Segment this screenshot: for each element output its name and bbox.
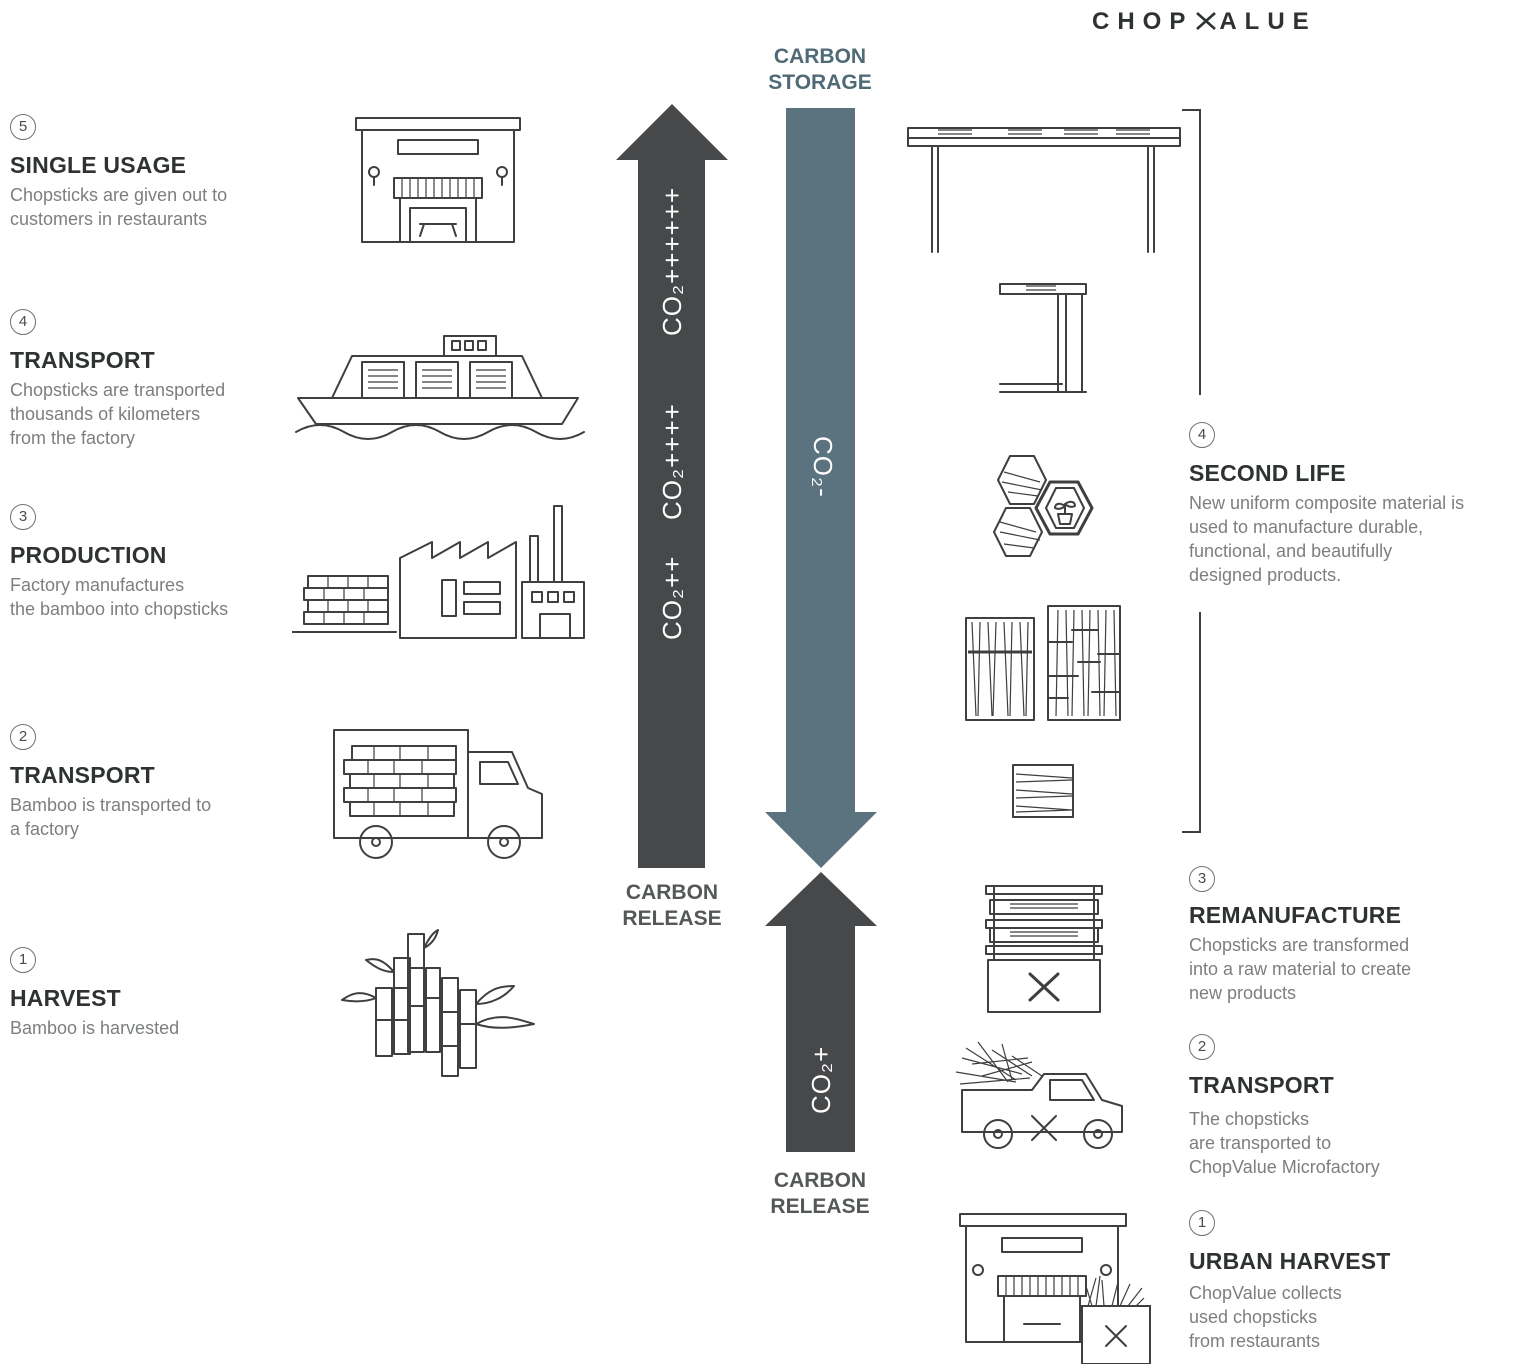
hexagon-tiles-icon	[993, 455, 1094, 557]
carbon-release-up-arrow	[616, 104, 728, 868]
sample-tile-icon	[1012, 764, 1074, 818]
step-number-badge: 1	[10, 947, 36, 973]
step-title: TRANSPORT	[10, 347, 155, 373]
co2-plus-plus-label: CO₂++	[657, 555, 687, 640]
step-number-badge: 2	[10, 724, 36, 750]
step-title: HARVEST	[10, 985, 121, 1011]
step-title: TRANSPORT	[10, 762, 155, 788]
logo-x-mark-icon	[1193, 8, 1219, 36]
press-icon	[985, 885, 1103, 1013]
co2-plus6-label: CO₂++++++	[657, 186, 687, 336]
step-title: URBAN HARVEST	[1189, 1248, 1391, 1274]
second-life-bracket	[1182, 109, 1201, 833]
side-table-icon	[999, 283, 1087, 393]
truck-icon	[333, 729, 543, 859]
co2-minus-label: CO₂-	[808, 436, 838, 498]
table-icon	[907, 127, 1181, 253]
left-step-1: 1 HARVEST Bamboo is harvested	[10, 947, 179, 1040]
restaurant-collection-icon	[959, 1213, 1151, 1364]
step-number-badge: 2	[1189, 1034, 1215, 1060]
co2-plus4-label: CO₂++++	[657, 403, 687, 520]
left-step-5: 5 SINGLE USAGE Chopsticks are given out …	[10, 114, 227, 231]
step-number-badge: 3	[10, 504, 36, 530]
step-title: SECOND LIFE	[1189, 460, 1346, 486]
co2-plus-label: CO₂+	[806, 1045, 836, 1114]
carbon-release-small-up-arrow	[765, 872, 877, 1152]
composite-panels-icon	[965, 605, 1121, 721]
step-title: REMANUFACTURE	[1189, 902, 1402, 928]
step-title: SINGLE USAGE	[10, 152, 187, 178]
step-number-badge: 3	[1189, 866, 1215, 892]
carbon-storage-down-arrow	[765, 108, 877, 868]
factory-icon	[292, 505, 585, 639]
step-title: PRODUCTION	[10, 542, 167, 568]
step-number-badge: 4	[1189, 422, 1215, 448]
bamboo-icon	[341, 929, 535, 1077]
chopvalue-logo: CHOP ALUE	[1092, 8, 1317, 36]
step-title: TRANSPORT	[1189, 1072, 1334, 1098]
step-number-badge: 5	[10, 114, 36, 140]
step-number-badge: 4	[10, 309, 36, 335]
step-number-badge: 1	[1189, 1210, 1215, 1236]
restaurant-icon	[355, 117, 521, 243]
right-step-4: 4 SECOND LIFE New uniform composite mate…	[1189, 422, 1464, 587]
right-step-3: 3 REMANUFACTURE Chopsticks are transform…	[1189, 866, 1411, 1005]
ship-icon	[295, 335, 585, 440]
pickup-truck-icon	[955, 1041, 1123, 1149]
step-description: Bamboo is harvested	[10, 1018, 180, 1038]
